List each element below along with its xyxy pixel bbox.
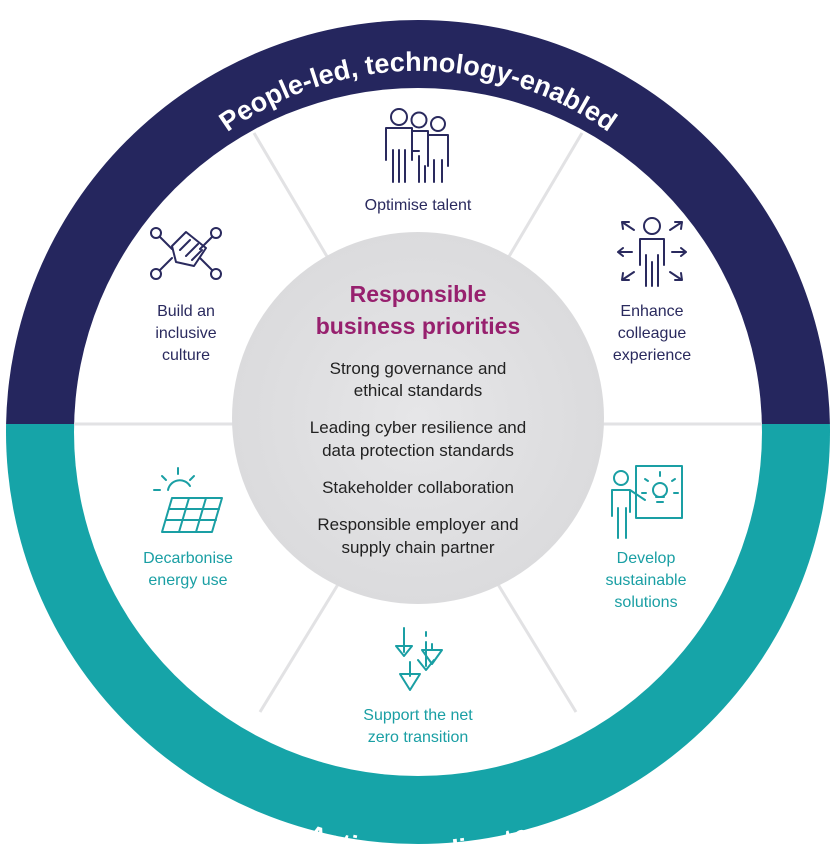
segment-label: sustainable [606,572,687,589]
priority-cyber-line2: data protection standards [322,441,514,460]
people-group-icon [385,108,449,183]
segment-label: Optimise talent [365,197,472,214]
segment-label: Decarbonise [143,550,233,567]
solar-panel-icon [153,467,223,533]
priority-cyber-line1: Leading cyber resilience and [310,418,526,437]
presentation-lightbulb-icon [611,465,683,539]
segment-decarbonise-energy-use: Decarbonise energy use [143,550,233,589]
priority-governance-line2: ethical standards [354,381,483,400]
segment-label: zero transition [368,729,469,746]
segment-support-net-zero: Support the net zero transition [363,707,473,746]
priority-governance-line1: Strong governance and [330,359,507,378]
center-title-line2: business priorities [316,313,521,339]
segment-label: inclusive [155,325,216,342]
priority-employer-line1: Responsible employer and [317,515,518,534]
segment-label: solutions [614,594,677,611]
segment-optimise-talent: Optimise talent [365,197,472,214]
person-arrows-icon [617,217,687,287]
segment-develop-sustainable-solutions: Develop sustainable solutions [606,550,687,611]
segment-label: energy use [148,572,227,589]
segment-label: experience [613,347,691,364]
down-arrows-icon [395,627,443,691]
segment-label: Enhance [620,303,683,320]
segment-enhance-colleague-experience: Enhance colleague experience [613,303,691,364]
segment-label: Support the net [363,707,473,724]
priority-stakeholder: Stakeholder collaboration [322,478,514,497]
segment-build-inclusive-culture: Build an inclusive culture [155,303,216,364]
priority-employer-line2: supply chain partner [341,538,494,557]
segment-label: Develop [617,550,676,567]
segment-label: Build an [157,303,215,320]
segment-label: culture [162,347,210,364]
center-title-line1: Responsible [350,281,487,307]
center-circle [232,232,604,604]
segment-label: colleague [618,325,687,342]
joined-hands-icon [150,227,222,280]
